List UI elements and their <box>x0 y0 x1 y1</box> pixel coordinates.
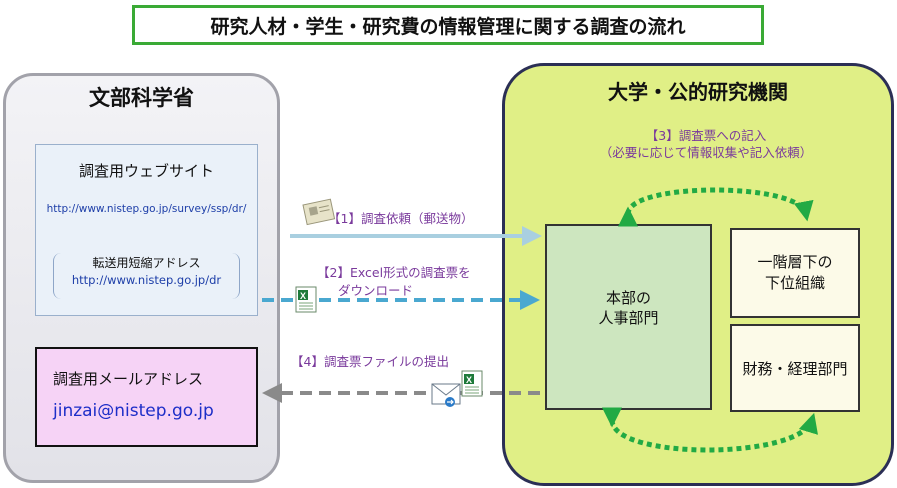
excel-file-icon: X <box>295 286 317 313</box>
step2-label-cont: ダウンロード <box>338 283 414 298</box>
step3-label: 【3】調査票への記入 <box>645 128 767 143</box>
survey-mail-address[interactable]: jinzai@nistep.go.jp <box>53 401 214 421</box>
step2-label: 【2】Excel形式の調査票を <box>317 265 471 280</box>
survey-website-title: 調査用ウェブサイト <box>78 162 214 180</box>
survey-website-url[interactable]: http://www.nistep.go.jp/survey/ssp/dr/ <box>46 203 247 215</box>
survey-mail-title: 調査用メールアドレス <box>53 370 204 388</box>
university-title: 大学・公的研究機関 <box>608 80 788 104</box>
short-url[interactable]: http://www.nistep.go.jp/dr <box>71 273 222 287</box>
cycle-arrow-top <box>617 187 814 227</box>
diagram-title: 研究人材・学生・研究費の情報管理に関する調査の流れ <box>132 5 764 45</box>
step1-label: 【1】調査依頼（郵送物） <box>328 211 474 226</box>
envelope-icon <box>302 198 336 226</box>
email-icon <box>431 383 461 407</box>
short-url-bracket <box>53 253 240 299</box>
step4-label: 【4】調査票ファイルの提出 <box>291 354 449 369</box>
short-url-label: 転送用短縮アドレス <box>92 256 201 270</box>
survey-website-box <box>35 144 258 316</box>
excel-file-icon: X <box>461 370 483 397</box>
cycle-arrow-bottom <box>601 407 818 453</box>
svg-text:X: X <box>466 375 472 385</box>
step3-note: （必要に応じて情報収集や記入依頼） <box>599 145 813 160</box>
finance-box: 財務・経理部門 <box>730 324 860 412</box>
hq-hr-box <box>545 224 712 410</box>
survey-mail-box <box>35 347 258 447</box>
hq-hr-label: 本部の 人事部門 <box>598 289 659 327</box>
svg-text:X: X <box>300 291 306 301</box>
mext-title: 文部科学省 <box>89 86 194 110</box>
sub-unit-box: 一階層下の 下位組織 <box>730 228 860 318</box>
